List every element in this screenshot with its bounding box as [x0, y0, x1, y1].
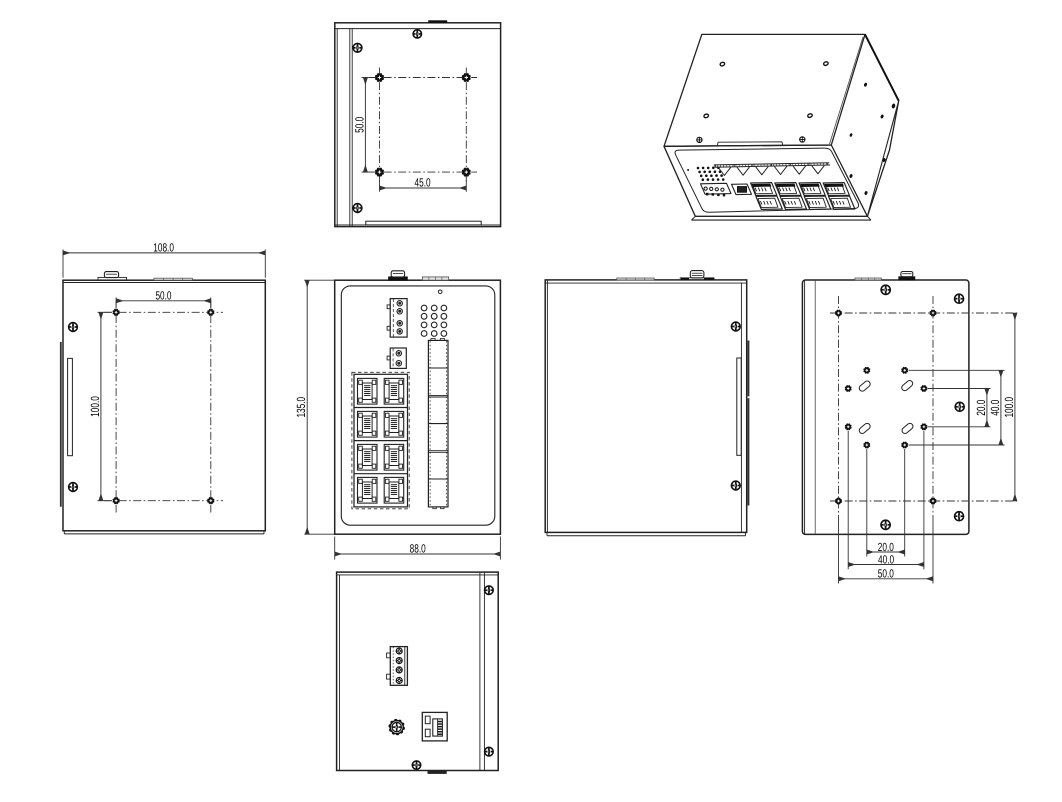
svg-text:88.0: 88.0 [410, 542, 426, 556]
svg-text:45.0: 45.0 [415, 176, 431, 190]
svg-text:100.0: 100.0 [88, 396, 102, 417]
svg-text:20.0: 20.0 [974, 399, 988, 415]
svg-text:108.0: 108.0 [153, 241, 174, 255]
svg-text:50.0: 50.0 [155, 289, 171, 303]
svg-text:20.0: 20.0 [878, 540, 894, 554]
svg-text:100.0: 100.0 [1002, 397, 1016, 418]
svg-text:50.0: 50.0 [352, 116, 366, 132]
svg-text:50.0: 50.0 [878, 567, 894, 581]
svg-text:40.0: 40.0 [988, 399, 1002, 415]
svg-text:40.0: 40.0 [878, 552, 894, 566]
svg-text:135.0: 135.0 [294, 397, 308, 418]
